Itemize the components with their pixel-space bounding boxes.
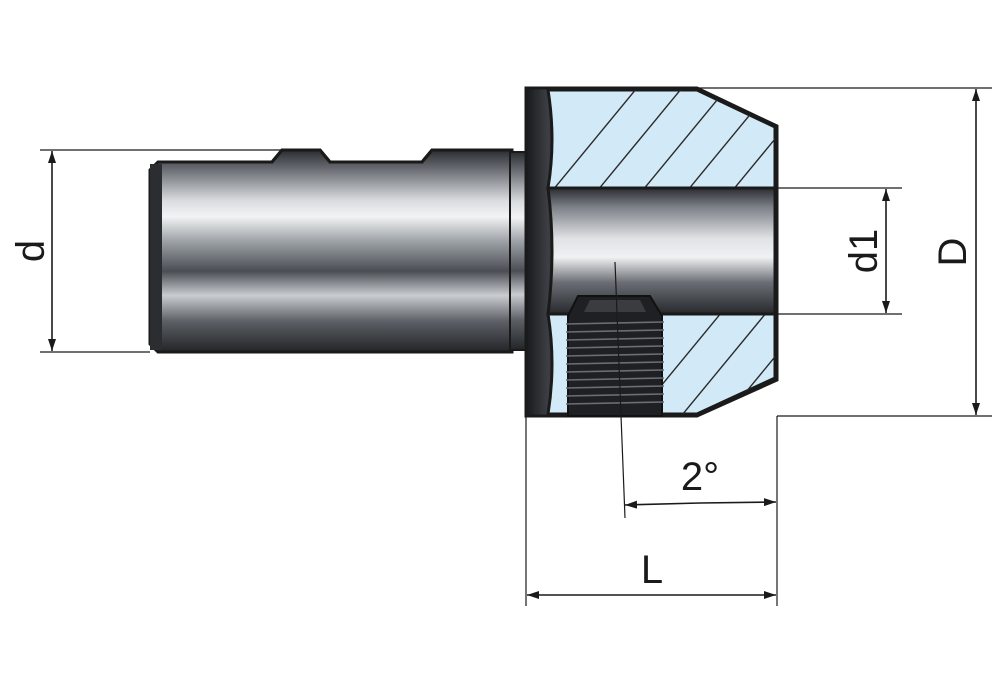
dimension-d: d bbox=[9, 149, 282, 353]
shank bbox=[148, 148, 527, 354]
label-angle: 2° bbox=[681, 455, 719, 499]
label-L: L bbox=[641, 548, 663, 592]
dimension-angle: 2° bbox=[614, 261, 778, 520]
set-screw bbox=[565, 295, 665, 417]
dimension-D: D bbox=[697, 87, 992, 417]
label-d1: d1 bbox=[842, 229, 886, 274]
label-D: D bbox=[931, 238, 975, 267]
dimension-L: L bbox=[525, 416, 778, 606]
label-d: d bbox=[9, 240, 53, 262]
dimension-d1: d1 bbox=[775, 187, 902, 315]
section-upper bbox=[546, 88, 777, 190]
